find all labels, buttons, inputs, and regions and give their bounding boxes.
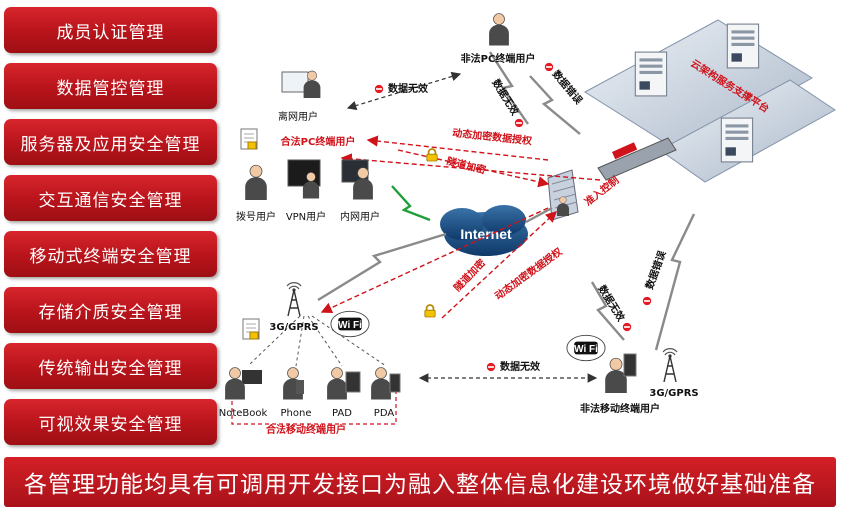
network-links [317, 51, 696, 351]
cell-tower-icon [662, 348, 678, 382]
invalid-label-mobile: 数据无效 [500, 360, 541, 373]
user-icon [224, 367, 246, 400]
tunnel-label-top: 隧道加密 [445, 154, 487, 176]
invalid-label-offline: 数据无效 [388, 82, 429, 95]
legal-pc-label: 合法PC终端用户 [280, 135, 356, 148]
illegal-mobile-label: 非法移动终端用户 [580, 402, 660, 415]
access-control-device: 准入控制 [582, 137, 677, 208]
pad-label: PAD [332, 408, 352, 419]
gprs-links [249, 315, 387, 367]
pda-label: PDA [374, 408, 395, 419]
error-label-pc: 数据错误 [550, 68, 586, 108]
gprs-label-left: 3G/GPRS [269, 322, 318, 333]
pda-user: PDA [370, 367, 401, 419]
intranet-link [391, 185, 431, 222]
server-icon [634, 51, 668, 97]
legal-mobile-label: 合法移动终端用户 [265, 423, 346, 436]
menu-item-member-auth[interactable]: 成员认证管理 [4, 7, 217, 53]
cloud-platform: 云架构服务支撑平台 [584, 19, 836, 183]
user-icon [326, 367, 348, 400]
wifi-label-right: Wi Fi [574, 344, 598, 355]
illegal-pc-label: 非法PC终端用户 [461, 52, 536, 65]
document-lock-icon [242, 318, 260, 340]
dialup-user: 拨号用户 [236, 164, 276, 223]
block-icon [544, 62, 554, 72]
offline-user: 离网用户 [278, 70, 321, 123]
notebook-user: NoteBook [219, 367, 268, 419]
legal-mobile-bracket [231, 380, 397, 425]
menu-item-output-security[interactable]: 传统输出安全管理 [4, 343, 217, 389]
lock-icon [424, 304, 436, 318]
dialup-label: 拨号用户 [236, 210, 276, 223]
cell-tower-icon [286, 282, 302, 316]
block-icon [374, 84, 384, 94]
error-label-mobile: 数据错误 [643, 248, 669, 291]
vpn-label: VPN用户 [286, 210, 326, 223]
document-lock-icon [240, 128, 258, 150]
menu-item-storage-media-security[interactable]: 存储介质安全管理 [4, 287, 217, 333]
menu-item-communication-security[interactable]: 交互通信安全管理 [4, 175, 217, 221]
management-menu: 成员认证管理 数据管控管理 服务器及应用安全管理 交互通信安全管理 移动式终端安… [4, 7, 217, 455]
offline-invalid-link [346, 71, 462, 111]
wifi-label-left: Wi Fi [338, 320, 362, 331]
menu-item-data-control[interactable]: 数据管控管理 [4, 63, 217, 109]
block-icon [622, 322, 632, 332]
gprs-label-right: 3G/GPRS [649, 388, 698, 399]
internet-label: Internet [460, 226, 512, 242]
menu-item-server-app-security[interactable]: 服务器及应用安全管理 [4, 119, 217, 165]
phone-label: Phone [281, 408, 312, 419]
pad-user: PAD [326, 367, 361, 419]
server-icon [726, 23, 760, 69]
illegal-mobile-user: 非法移动终端用户 [580, 353, 660, 415]
intranet-label: 内网用户 [340, 210, 380, 223]
illegal-pc-user: 非法PC终端用户 [461, 13, 536, 65]
user-icon [244, 164, 268, 200]
intranet-user: 内网用户 [340, 159, 380, 223]
dyn-auth-label-top: 动态加密数据授权 [452, 126, 534, 147]
internet-cloud: Internet [440, 205, 528, 256]
block-icon [486, 362, 496, 372]
notebook-label: NoteBook [219, 408, 268, 419]
invalid-label-pc: 数据无效 [489, 77, 522, 119]
menu-item-mobile-terminal-security[interactable]: 移动式终端安全管理 [4, 231, 217, 277]
lock-icon [426, 148, 438, 162]
block-icon [514, 118, 524, 128]
bottom-banner: 各管理功能均具有可调用开发接口为融入整体信息化建设环境做好基础准备 [4, 457, 836, 507]
encrypted-links [320, 135, 601, 319]
user-icon [370, 367, 392, 400]
offline-user-label: 离网用户 [278, 110, 318, 123]
block-icon [642, 296, 652, 306]
server-icon [720, 117, 754, 163]
phone-user: Phone [281, 367, 312, 419]
invalid-label-mobile-2: 数据无效 [595, 283, 628, 325]
user-icon [488, 13, 510, 46]
tunnel-label-bottom: 隧道加密 [451, 256, 488, 294]
menu-item-visual-security[interactable]: 可视效果安全管理 [4, 399, 217, 445]
firewall [547, 169, 579, 221]
vpn-user: VPN用户 [286, 159, 326, 223]
